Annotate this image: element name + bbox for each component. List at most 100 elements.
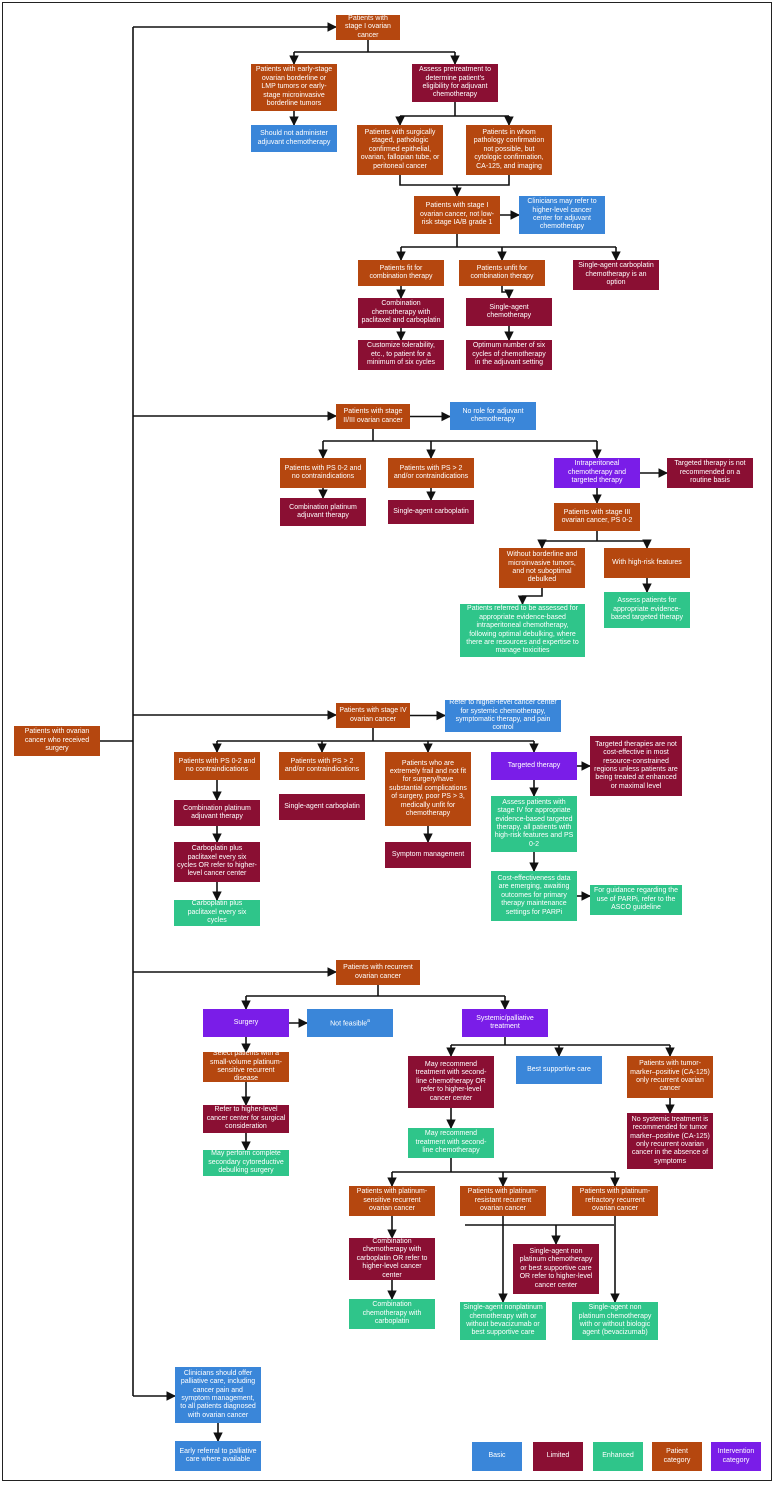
- node-label: For guidance regarding the use of PARPi,…: [593, 887, 679, 912]
- node-s23-tt-assess: Assess patients for appropriate evidence…: [604, 592, 690, 628]
- node-rec: Patients with recurrent ovarian cancer: [336, 960, 420, 985]
- node-s23-s3: Patients with stage III ovarian cancer, …: [554, 503, 640, 531]
- node-label: Clinicians may refer to higher-level can…: [527, 198, 597, 231]
- node-s1-carbo-opt: Single-agent carboplatin chemotherapy is…: [573, 260, 659, 290]
- node-rec-np-bev: Single-agent nonplatinum chemotherapy wi…: [460, 1302, 546, 1340]
- node-label: Assess patients for appropriate evidence…: [611, 597, 683, 622]
- node-rec-maysecond2: May recommend treatment with second-line…: [408, 1128, 494, 1158]
- node-label: Patients with PS > 2 and/or contraindica…: [393, 464, 469, 480]
- node-label: Intraperitoneal chemotherapy and targete…: [568, 460, 626, 485]
- node-label: Early referral to palliative care where …: [179, 1447, 257, 1463]
- node-label: Best supportive care: [527, 1065, 591, 1073]
- node-label: Patients with tumor-marker–positive (CA-…: [630, 1060, 710, 1093]
- legend-patient: Patient category: [652, 1442, 702, 1471]
- node-rec-surgery: Surgery: [203, 1009, 289, 1037]
- node-label: Patients fit for combination therapy: [369, 264, 433, 280]
- node-label: Patients with ovarian cancer who receive…: [24, 728, 90, 753]
- legend-label: Basic: [488, 1452, 506, 1460]
- node-label: Refer to higher-level cancer center for …: [449, 699, 557, 732]
- node-label: Single-agent chemotherapy: [486, 303, 532, 319]
- node-label: Patients with recurrent ovarian cancer: [343, 964, 413, 980]
- node-s4-tt-notce: Targeted therapies are not cost-effectiv…: [590, 736, 682, 796]
- node-label: Patients with PS 0-2 and no contraindica…: [178, 757, 256, 773]
- node-label: Should not administer adjuvant chemother…: [257, 130, 331, 146]
- legend-limited: Limited: [533, 1442, 583, 1471]
- node-label: Patients with PS > 2 and/or contraindica…: [284, 757, 360, 773]
- node-label: Assess patients with stage IV for approp…: [494, 798, 574, 848]
- node-rec-nosystemic: No systemic treatment is recommended for…: [627, 1113, 713, 1169]
- node-pal-early: Early referral to palliative care where …: [175, 1441, 261, 1471]
- node-s23-ip-assess: Patients referred to be assessed for app…: [460, 604, 585, 657]
- legend-label: Limited: [546, 1452, 570, 1460]
- legend-label: Intervention category: [717, 1448, 755, 1464]
- node-s4-carbo: Single-agent carboplatin: [279, 794, 365, 820]
- node-label: Targeted therapy: [507, 761, 561, 769]
- node-s4-guidance: For guidance regarding the use of PARPi,…: [590, 885, 682, 915]
- node-label: Symptom management: [391, 850, 465, 858]
- node-rec-single-np: Single-agent non platinum chemotherapy o…: [513, 1244, 599, 1294]
- node-rec-refract: Patients with platinum-refractory recurr…: [572, 1186, 658, 1216]
- node-s23-combo: Combination platinum adjuvant therapy: [280, 498, 366, 526]
- node-label: Patients with early-stage ovarian border…: [255, 66, 333, 108]
- node-rec-np-bio: Single-agent non platinum chemotherapy w…: [572, 1302, 658, 1340]
- node-label: Patients with platinum-refractory recurr…: [579, 1188, 651, 1213]
- legend-label: Patient category: [663, 1448, 691, 1464]
- node-s23-ps02: Patients with PS 0-2 and no contraindica…: [280, 458, 366, 488]
- node-label: Patients referred to be assessed for app…: [466, 605, 579, 655]
- node-label: Combination platinum adjuvant therapy: [183, 804, 251, 820]
- node-label: Optimum number of six cycles of chemothe…: [472, 342, 546, 367]
- node-s4-ce: Cost-effectiveness data are emerging, aw…: [491, 871, 577, 921]
- node-label: Carboplatin plus paclitaxel every six cy…: [177, 845, 257, 878]
- node-rec-systemic: Systemic/palliative treatment: [462, 1009, 548, 1037]
- node-label: Patients unfit for combination therapy: [470, 264, 534, 280]
- node-rec-combo2: Combination chemotherapy with carboplati…: [349, 1299, 435, 1329]
- node-s4-ps2: Patients with PS > 2 and/or contraindica…: [279, 752, 365, 780]
- connector: [501, 286, 514, 299]
- node-s1-surg: Patients with surgically staged, patholo…: [357, 125, 443, 175]
- node-label: Patients with stage II/III ovarian cance…: [343, 408, 403, 424]
- node-label: Single-agent non platinum chemotherapy o…: [519, 1247, 593, 1289]
- node-label: No role for adjuvant chemotherapy: [462, 407, 524, 423]
- node-rec-sens: Patients with platinum-sensitive recurre…: [349, 1186, 435, 1216]
- node-rec-combo: Combination chemotherapy with carboplati…: [349, 1238, 435, 1280]
- node-label: Customize tolerability, etc., to patient…: [366, 342, 436, 367]
- node-label: Combination chemotherapy with carboplati…: [356, 1237, 428, 1279]
- node-s23-highrisk: With high-risk features: [604, 548, 690, 578]
- node-rec-maysecond: May recommend treatment with second-line…: [408, 1056, 494, 1108]
- node-rec-bsc: Best supportive care: [516, 1056, 602, 1084]
- node-label: Targeted therapies are not cost-effectiv…: [594, 740, 678, 790]
- node-label: Combination chemotherapy with paclitaxel…: [361, 300, 441, 325]
- legend-label: Enhanced: [602, 1452, 634, 1460]
- node-s23-ps2: Patients with PS > 2 and/or contraindica…: [388, 458, 474, 488]
- node-label: Clinicians should offer palliative care,…: [180, 1369, 256, 1419]
- node-label: Patients with stage I ovarian cancer: [345, 14, 391, 39]
- node-label: Assess pretreatment to determine patient…: [419, 66, 491, 99]
- node-s4-refer: Refer to higher-level cancer center for …: [445, 699, 561, 732]
- node-label: Without borderline and microinvasive tum…: [506, 551, 578, 584]
- node-label: Patients who are extremely frail and not…: [389, 759, 467, 818]
- node-rec-refer-surg: Refer to higher-level cancer center for …: [203, 1105, 289, 1133]
- node-s4: Patients with stage IV ovarian cancer: [336, 703, 410, 728]
- node-s4-tt: Targeted therapy: [491, 752, 577, 780]
- node-s1: Patients with stage I ovarian cancer: [336, 15, 400, 40]
- legend-enhanced: Enhanced: [593, 1442, 643, 1471]
- node-s1-assess: Assess pretreatment to determine patient…: [412, 64, 498, 102]
- node-rec-notfeasible: Not feasiblea: [307, 1009, 393, 1037]
- node-s1-combo: Combination chemotherapy with paclitaxel…: [358, 298, 444, 328]
- node-label: Single-agent carboplatin chemotherapy is…: [578, 262, 654, 287]
- node-s1-optimum: Optimum number of six cycles of chemothe…: [466, 340, 552, 370]
- node-label: Single-agent carboplatin: [393, 507, 469, 515]
- node-label: May recommend treatment with second-line…: [415, 1130, 487, 1155]
- node-label: May recommend treatment with second-line…: [415, 1060, 487, 1102]
- node-label: Patients with stage IV ovarian cancer: [339, 707, 407, 723]
- node-label: With high-risk features: [612, 558, 682, 566]
- node-s1-notlow: Patients with stage I ovarian cancer, no…: [414, 196, 500, 234]
- node-label: Combination platinum adjuvant therapy: [289, 503, 357, 519]
- node-s23: Patients with stage II/III ovarian cance…: [336, 404, 410, 429]
- node-label: Patients with surgically staged, patholo…: [360, 128, 440, 170]
- node-s1-unfit: Patients unfit for combination therapy: [459, 260, 545, 286]
- node-rec-select: Select patients with a small-volume plat…: [203, 1050, 289, 1082]
- node-s1-refer: Clinicians may refer to higher-level can…: [519, 196, 605, 234]
- node-label: May perform complete secondary cytoreduc…: [208, 1150, 284, 1175]
- node-label: Patients with platinum-sensitive recurre…: [356, 1188, 428, 1213]
